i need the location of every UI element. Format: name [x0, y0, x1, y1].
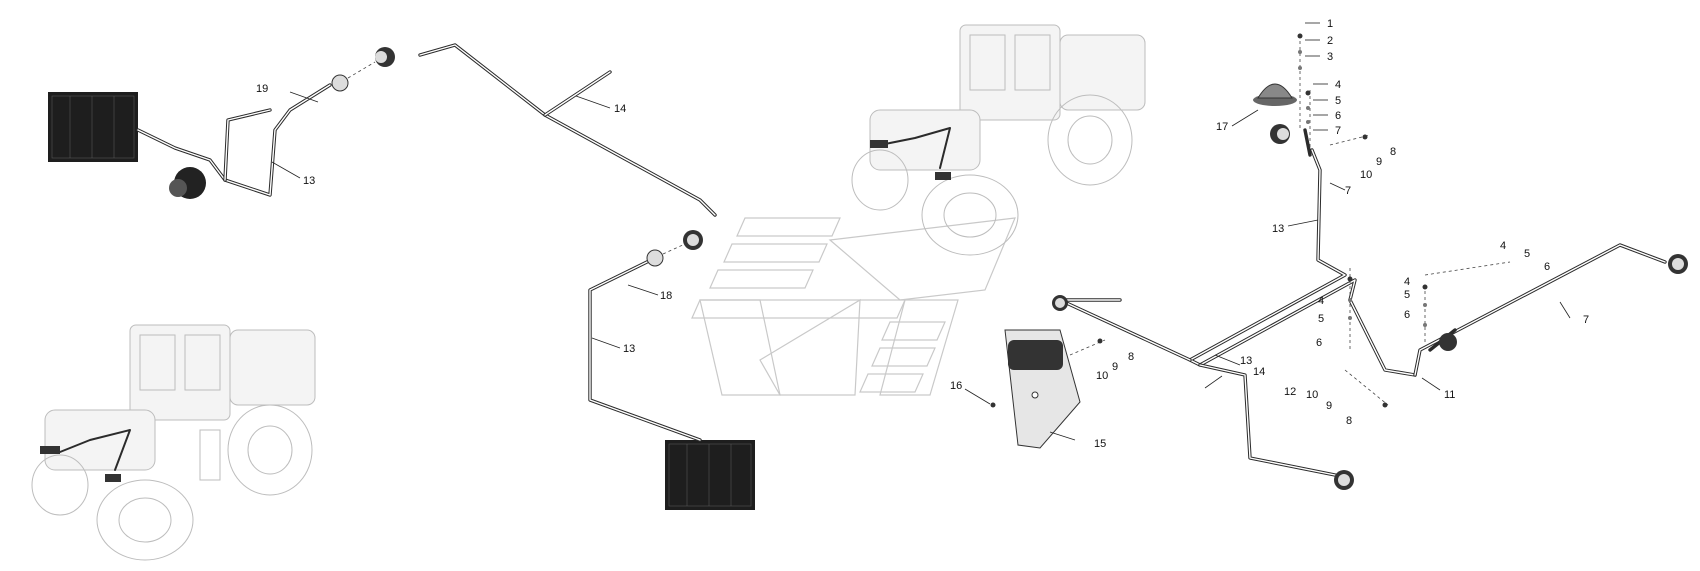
callout-label: 13 — [1240, 355, 1252, 367]
lamp-icon — [1052, 124, 1688, 490]
callout-label: 5 — [1335, 95, 1341, 107]
callout-label: 9 — [1112, 361, 1118, 373]
callout-label: 19 — [256, 83, 268, 95]
callout-label: 12 — [1284, 386, 1296, 398]
tractor-icon — [851, 24, 1146, 256]
callout-label: 8 — [1346, 415, 1352, 427]
callout-label: 2 — [1327, 35, 1333, 47]
callout-label: 15 — [1094, 438, 1106, 450]
callout-label: 8 — [1128, 351, 1134, 363]
battery-icon — [665, 440, 755, 510]
callout-label: 4 — [1404, 276, 1410, 288]
callout-label: 10 — [1360, 169, 1372, 181]
callout-label: 5 — [1524, 248, 1530, 260]
leaders-left — [271, 91, 659, 349]
callout-label: 17 — [1216, 121, 1228, 133]
leaders-right — [964, 22, 1571, 441]
callout-label: 14 — [614, 103, 626, 115]
callout-label: 6 — [1316, 337, 1322, 349]
callout-label: 10 — [1096, 370, 1108, 382]
callout-label: 6 — [1335, 110, 1341, 122]
callout-label: 13 — [1272, 223, 1284, 235]
callout-label: 3 — [1327, 51, 1333, 63]
callout-label: 10 — [1306, 389, 1318, 401]
callout-label: 5 — [1404, 289, 1410, 301]
callout-label: 7 — [1335, 125, 1341, 137]
callout-label: 5 — [1318, 313, 1324, 325]
wire-harness-left — [136, 43, 717, 442]
callout-label: 6 — [1544, 261, 1550, 273]
callouts: 1 2 3 4 5 6 7 8 9 10 7 13 14 19 18 13 17… — [256, 18, 1589, 450]
callout-label: 18 — [660, 290, 672, 302]
callout-label: 11 — [1444, 389, 1455, 401]
fastener-stack — [990, 33, 1511, 408]
lamp-icon — [169, 47, 703, 267]
callout-label: 6 — [1404, 309, 1410, 321]
callout-label: 7 — [1345, 185, 1351, 197]
callout-label: 4 — [1335, 79, 1341, 91]
wire-harness-right — [1058, 128, 1667, 480]
callout-label: 4 — [1318, 295, 1324, 307]
callout-label: 14 — [1253, 366, 1265, 378]
callout-label: 1 — [1327, 18, 1333, 30]
callout-label: 9 — [1376, 156, 1382, 168]
logo-watermark — [691, 217, 1016, 396]
callout-label: 7 — [1583, 314, 1589, 326]
callout-label: 13 — [303, 175, 315, 187]
bracket-icon — [1004, 329, 1081, 449]
callout-label: 4 — [1500, 240, 1506, 252]
callout-label: 9 — [1326, 400, 1332, 412]
battery-icon — [48, 92, 138, 162]
callout-label: 8 — [1390, 146, 1396, 158]
callout-label: 13 — [623, 343, 635, 355]
beacon-icon — [1253, 83, 1297, 106]
tractor-icon — [31, 324, 316, 561]
callout-label: 16 — [950, 380, 962, 392]
